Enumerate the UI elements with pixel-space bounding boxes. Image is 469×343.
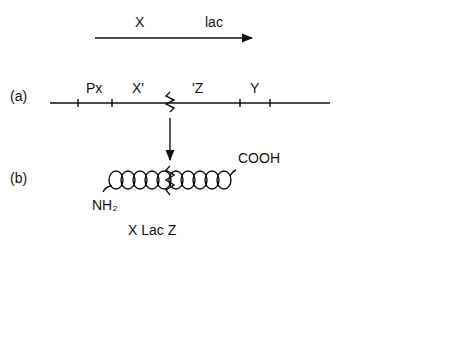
gene-label: X — [135, 14, 144, 30]
operon-label: lac — [205, 14, 223, 30]
promoter-label: Px — [86, 80, 102, 96]
fusion-span-arrow — [95, 37, 252, 38]
protein-label: X Lac Z — [128, 222, 176, 238]
gene-label: Y — [250, 80, 259, 96]
gene-label: X' — [132, 80, 144, 96]
fusion-junction — [166, 92, 174, 112]
terminus-label: COOH — [238, 150, 280, 166]
fusion-junction — [166, 166, 174, 195]
protein-coil — [103, 170, 236, 192]
panel-letter: (b) — [10, 170, 27, 186]
terminus-label: NH₂ — [92, 197, 118, 213]
gene-label: 'Z — [192, 80, 203, 96]
panel-letter: (a) — [10, 88, 27, 104]
expression-arrow — [169, 118, 170, 160]
dna-line — [50, 102, 330, 103]
